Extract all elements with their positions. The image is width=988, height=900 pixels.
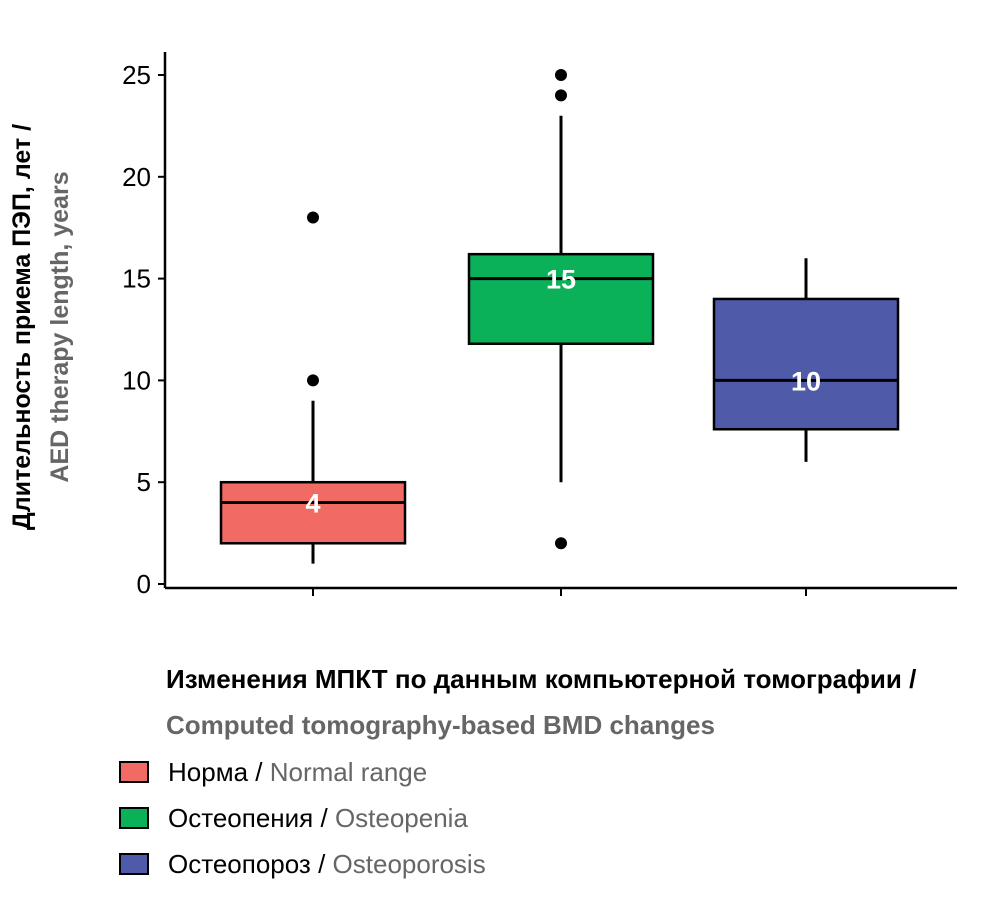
y-tick-label: 15 [122,264,151,294]
y-tick-label: 5 [137,467,151,497]
y-axis-label-en: AED therapy length, years [46,171,74,482]
legend-key-osteoporosis [112,846,164,882]
legend-title-en: Computed tomography-based BMD changes [166,710,715,740]
axes: 0 5 10 15 20 25 [122,52,957,599]
y-tick-label: 10 [122,365,151,395]
outlier-point [555,69,567,81]
legend-title-ru: Изменения МПКТ по данным компьютерной то… [166,664,917,694]
iqr-box [467,252,655,346]
box-group: 4 [219,211,407,564]
legend-label-ru: Норма [168,756,249,787]
legend-label-ru: Остеопения [168,802,314,833]
iqr-box [712,297,900,431]
legend-label-en: Normal range [269,756,428,787]
y-axis-label-ru: Длительность приема ПЭП, лет / [8,124,36,530]
legend-item-osteoporosis: Остеопороз / Osteoporosis [112,846,486,882]
plot-marks: 4 15 10 [219,69,900,564]
box-group: 10 [712,258,900,462]
legend-key-normal [112,754,164,790]
legend-label-en: Osteopenia [334,802,468,833]
legend-key-osteopenia [112,800,164,836]
legend-label-en: Osteoporosis [332,848,486,879]
y-tick-label: 25 [122,60,151,90]
legend-label-ru: Остеопороз [168,848,311,879]
outlier-point [555,537,567,550]
box-group: 15 [467,69,655,550]
legend-item-normal: Норма / Normal range [112,754,427,790]
median-value-label: 10 [791,366,821,396]
y-tick-label: 0 [137,569,151,599]
box-plot-chart: 4 15 10 0 5 10 15 20 25 Длительность приема ПЭП… [8,52,957,599]
outlier-point [307,374,319,387]
median-value-label: 4 [305,489,320,519]
outlier-point [555,89,567,102]
median-value-label: 15 [546,265,576,295]
outlier-point [307,211,319,224]
iqr-box [219,480,407,545]
y-tick-label: 20 [122,162,151,192]
legend-item-osteopenia: Остеопения / Osteopenia [112,800,468,836]
